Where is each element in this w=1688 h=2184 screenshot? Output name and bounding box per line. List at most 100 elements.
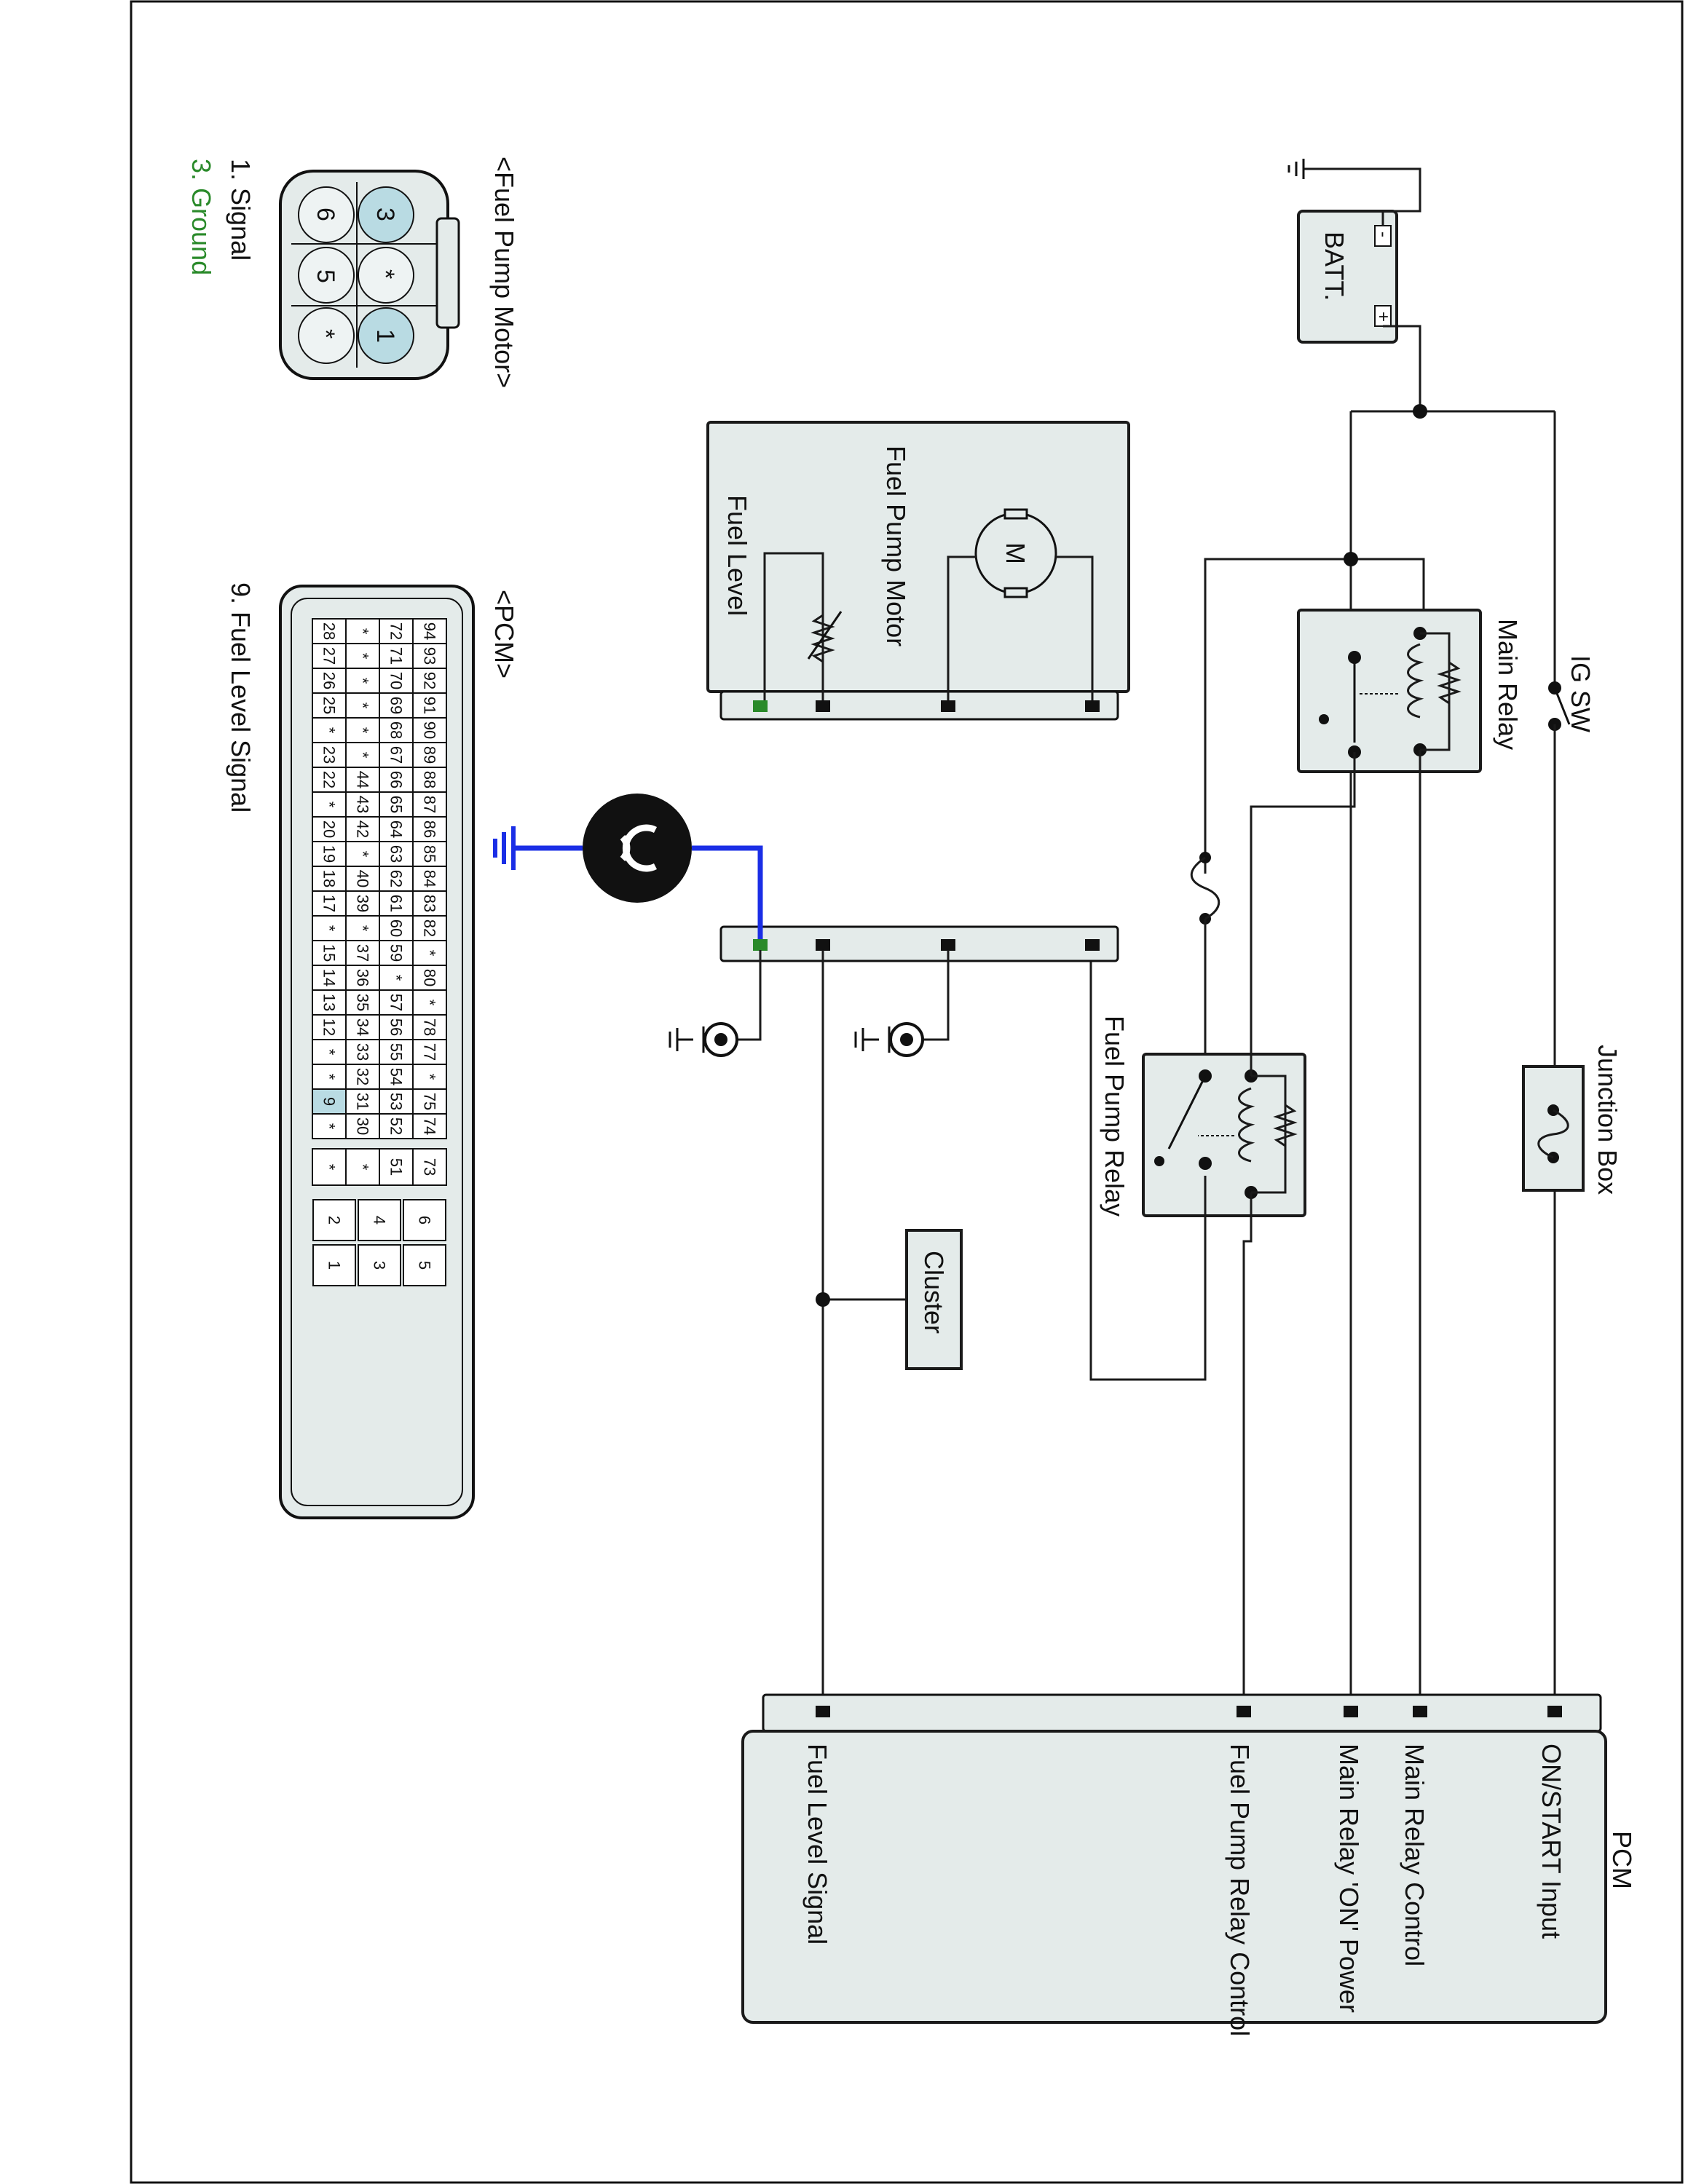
connector-legend-item-ground: 3. Ground (186, 159, 216, 275)
pcm-pin-cell (312, 1113, 347, 1139)
pcm-pin-cell (379, 915, 414, 941)
pcm-module: PCM ON/START Input Main Relay Control Ma… (741, 1693, 1637, 2036)
pcm-pin-number: 9 (320, 1097, 339, 1106)
pcm-pin-number: 39 (354, 895, 372, 912)
battery-positive-wire (1383, 325, 1421, 411)
fuel-pump-relay-control-wire (1242, 1192, 1253, 1711)
pcm-pin-number: 77 (421, 1043, 439, 1061)
pcm-pin-number: * (387, 975, 406, 981)
pcm-pin-cell (312, 1148, 347, 1186)
pcm-pin-number: 82 (421, 919, 439, 937)
pcm-pin-number: 2 (326, 1216, 344, 1224)
ig-sw-label: IG SW (1566, 655, 1596, 732)
connector-legend-item: 1. Signal (226, 159, 256, 261)
pcm-pin-number: * (320, 802, 339, 808)
pcm-pin-number: 54 (387, 1068, 406, 1085)
pcm-pin-number: 73 (421, 1158, 439, 1176)
pcm-pin-number: 74 (421, 1117, 439, 1135)
pcm-pin-cell (312, 890, 347, 917)
cavity-label: * (371, 269, 399, 279)
pcm-pin-number: 22 (320, 771, 339, 788)
pcm-pin-number: * (421, 950, 439, 957)
pcm-pin-number: 52 (387, 1117, 406, 1135)
pcm-pin-cell (379, 1148, 414, 1186)
pcm-pin-number: 55 (387, 1043, 406, 1061)
pcm-pin-number: 59 (387, 944, 406, 962)
pcm-pin-number: 67 (387, 746, 406, 764)
pcm-pin-number: 71 (387, 647, 406, 665)
pcm-pin-number: 62 (387, 870, 406, 887)
pcm-pin-number: 35 (354, 994, 372, 1011)
pcm-pin-number: 15 (320, 944, 339, 962)
pcm-connector-view: <PCM> 94939291908988878685848382*80*7877… (226, 582, 519, 1519)
fuel-pump-motor-label: Fuel Pump Motor (881, 446, 911, 646)
cluster: Cluster (905, 1229, 963, 1370)
pcm-pin-cell (412, 1148, 447, 1186)
pcm-pin-cell (312, 841, 347, 867)
pcm-pin-label: Main Relay 'ON' Power (1334, 1744, 1364, 2013)
pcm-pin-cell (312, 1199, 356, 1241)
pcm-pin-number: 89 (421, 746, 439, 764)
pcm-pin-number: 64 (387, 820, 406, 838)
fuel-pump-relay-label: Fuel Pump Relay (1100, 1016, 1129, 1216)
pcm-pin-cell (312, 717, 347, 743)
pcm-pin-number: * (354, 653, 372, 660)
pcm-pin-number: * (421, 1000, 439, 1006)
pcm-pin-number: 85 (421, 845, 439, 863)
pcm-pin-cell (345, 841, 380, 867)
pcm-pin-cell (379, 1039, 414, 1065)
pcm-pin-cell (379, 742, 414, 768)
pcm-pin-number: 30 (354, 1117, 372, 1135)
pcm-pin-label: Fuel Pump Relay Control (1225, 1744, 1255, 2036)
pcm-pin-number: 28 (320, 622, 339, 640)
pcm-pin-cell (345, 989, 380, 1016)
pcm-connector-legend: 9. Fuel Level Signal (226, 582, 256, 812)
fuel-level-label: Fuel Level (722, 495, 752, 616)
main-relay: Main Relay (1297, 609, 1523, 773)
pcm-pin-number: 13 (320, 994, 339, 1011)
pcm-pin-number: * (354, 628, 372, 635)
splice-dot (816, 1292, 830, 1307)
pcm-pin-number: 65 (387, 796, 406, 813)
pcm-pin-cell (312, 989, 347, 1016)
pcm-pin-cell (379, 668, 414, 694)
pcm-pin-cell (345, 1113, 380, 1139)
splice-dot (1413, 404, 1427, 419)
fuel-pump-power-wire (1089, 945, 1207, 1381)
pcm-pin-cell (312, 915, 347, 941)
pcm-connector-title: <PCM> (489, 590, 519, 678)
pcm-pin-number: 23 (320, 746, 339, 764)
pcm-pin-number: 94 (421, 622, 439, 640)
pcm-pin-number: * (320, 925, 339, 932)
pcm-pin-number: 83 (421, 895, 439, 912)
battery-plus-label: + (1373, 312, 1393, 322)
pcm-pin-cell (379, 1088, 414, 1115)
ig-switch: IG SW (1548, 411, 1596, 732)
pcm-pin-cell (312, 791, 347, 818)
pcm-pin-number: 33 (354, 1043, 372, 1061)
pcm-pin-number: 3 (371, 1261, 389, 1270)
pcm-pin-cell (412, 668, 447, 694)
pcm-pin-cell (379, 767, 414, 793)
pcm-pin-number: 5 (416, 1261, 434, 1270)
pcm-pin-number: 91 (421, 697, 439, 714)
pcm-pin-number: 60 (387, 919, 406, 937)
harness-connector (719, 925, 1119, 962)
pcm-pin-number: 6 (416, 1216, 434, 1224)
pcm-pin-cell (312, 767, 347, 793)
pcm-pin-number: 37 (354, 944, 372, 962)
pcm-pin-number: 87 (421, 796, 439, 813)
pcm-pin-number: * (354, 727, 372, 734)
junction-box-label: Junction Box (1593, 1045, 1622, 1195)
pcm-pin-cell (403, 1199, 446, 1241)
pcm-pin-cell (412, 816, 447, 842)
pcm-pin-number: 70 (387, 672, 406, 689)
fuel-pump-fuse (1190, 852, 1220, 925)
pcm-pin-cell (412, 643, 447, 669)
pcm-pin-number: 18 (320, 870, 339, 887)
pcm-pin-cell (312, 618, 347, 644)
splice-dot (1344, 552, 1358, 566)
pcm-pin-number: * (354, 678, 372, 684)
pcm-pin-number: 26 (320, 672, 339, 689)
